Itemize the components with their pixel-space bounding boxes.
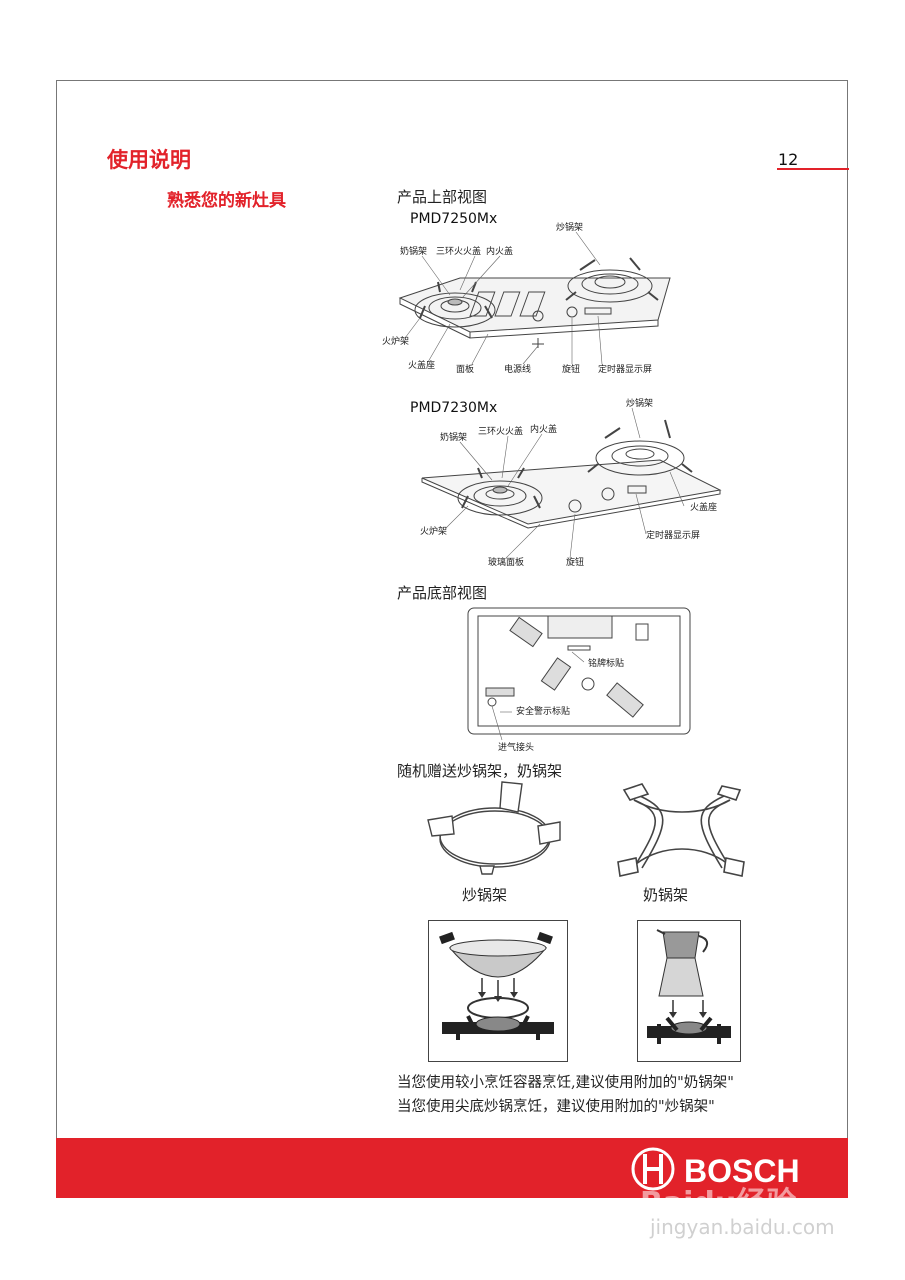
milk-stand-caption: 奶锅架 — [643, 886, 689, 904]
model-b-burner-stand-label: 火炉架 — [420, 525, 447, 537]
bosch-wordmark: BOSCH — [684, 1153, 800, 1189]
page-number-rule — [777, 168, 849, 170]
nameplate-label: 铭牌标贴 — [588, 657, 624, 669]
wok-usage-illustration — [428, 920, 568, 1062]
top-view-heading: 产品上部视图 — [397, 188, 488, 206]
model-b-triple-ring-label: 三环火火盖 — [478, 425, 523, 437]
model-a-panel-label: 面板 — [456, 363, 474, 375]
wok-stand-illustration — [427, 781, 561, 875]
watermark: Baidu经验 — [640, 1186, 797, 1221]
bottom-view-heading: 产品底部视图 — [397, 584, 488, 602]
model-b-cap-seat-label: 火盖座 — [690, 501, 717, 513]
watermark-url: jingyan.baidu.com — [650, 1215, 835, 1239]
accessories-heading: 随机赠送炒锅架，奶锅架 — [397, 762, 563, 780]
wok-stand-caption: 炒锅架 — [462, 886, 508, 904]
model-a-timer-display-label: 定时器显示屏 — [598, 363, 652, 375]
model-a-power-cord-label: 电源线 — [504, 363, 531, 375]
model-a-wok-stand-label: 炒锅架 — [556, 222, 583, 233]
model-a-name: PMD7250Mx — [410, 211, 498, 227]
model-a-burner-stand-label: 火炉架 — [382, 335, 409, 347]
model-a-cap-seat-label: 火盖座 — [408, 359, 435, 371]
model-a-inner-cap-label: 内火盖 — [486, 245, 513, 257]
model-b-name: PMD7230Mx — [410, 400, 498, 416]
gas-inlet-label: 进气接头 — [498, 741, 534, 753]
subsection-title: 熟悉您的新灶具 — [167, 191, 286, 211]
page-number: 12 — [778, 150, 799, 169]
model-b-inner-cap-label: 内火盖 — [530, 423, 557, 435]
model-a-triple-ring-label: 三环火火盖 — [436, 245, 481, 257]
bosch-logo: BOSCH — [631, 1147, 800, 1191]
model-b-timer-display-label: 定时器显示屏 — [646, 529, 700, 541]
model-a-knob-label: 旋钮 — [562, 363, 580, 375]
section-title: 使用说明 — [107, 148, 191, 172]
safety-warning-label: 安全警示标贴 — [516, 705, 570, 717]
model-b-knob-label: 旋钮 — [566, 556, 584, 568]
model-b-wok-stand-label: 炒锅架 — [626, 398, 653, 409]
model-b-glass-panel-label: 玻璃面板 — [488, 556, 524, 568]
bottom-view-diagram: 铭牌标贴 安全警示标贴 进气接头 — [467, 607, 691, 753]
milk-pot-usage-illustration — [637, 920, 741, 1062]
note-wok-stand: 当您使用尖底炒锅烹饪，建议使用附加的"炒锅架" — [397, 1099, 715, 1115]
model-a-diagram: 炒锅架 奶锅架 三环火火盖 内火盖 火炉架 火盖座 面板 电源线 旋钮 定时器显… — [382, 222, 671, 375]
model-b-milk-stand-label: 奶锅架 — [440, 431, 467, 443]
note-milk-stand: 当您使用较小烹饪容器烹饪,建议使用附加的"奶锅架" — [397, 1075, 734, 1091]
model-b-diagram: 炒锅架 奶锅架 三环火火盖 内火盖 火炉架 火盖座 玻璃面板 旋钮 定时器显示屏 — [420, 398, 722, 568]
milk-stand-illustration — [617, 783, 745, 877]
footer-bar — [56, 1138, 848, 1198]
model-a-milk-stand-label: 奶锅架 — [400, 245, 427, 257]
